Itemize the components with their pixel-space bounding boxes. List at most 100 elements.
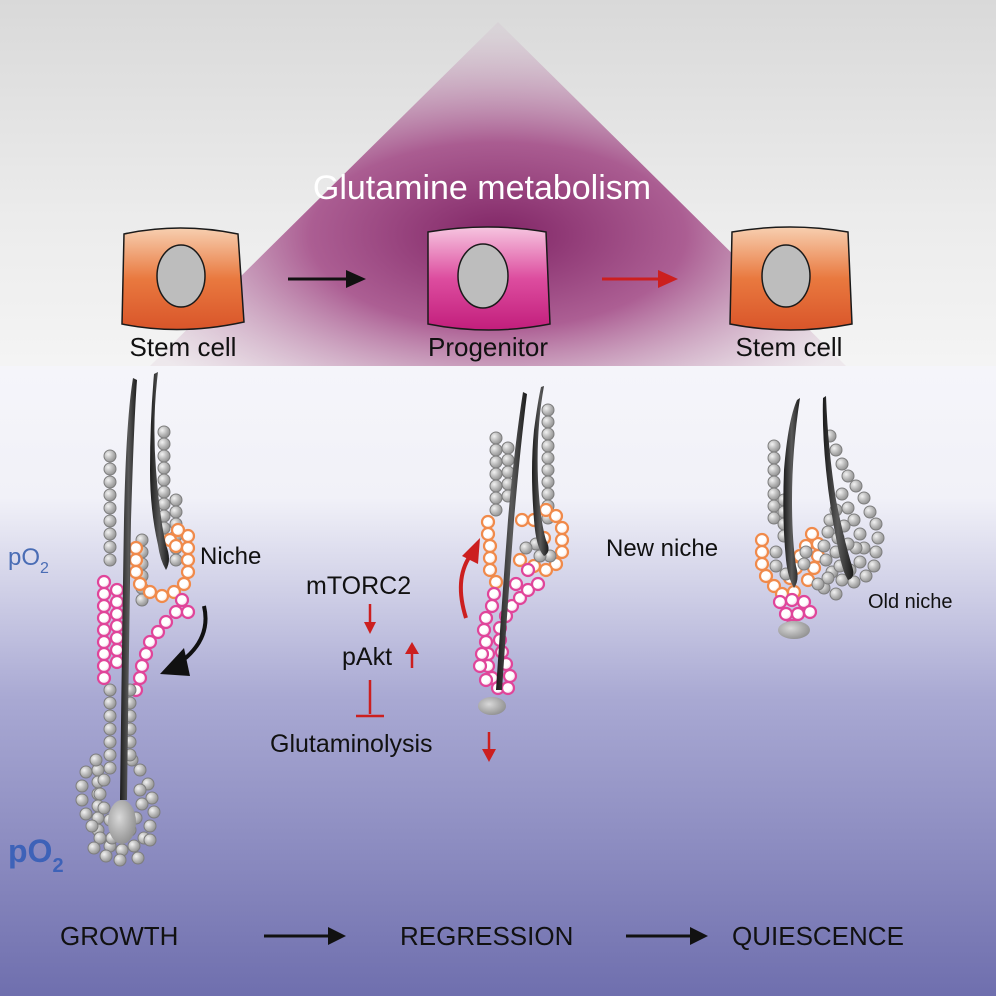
stem-cell-bead <box>541 403 555 417</box>
progenitor-cell-bead <box>486 586 502 602</box>
progenitor-cell-bead <box>478 610 494 626</box>
stem-cell-bead <box>863 505 877 519</box>
niche-cell-bead <box>758 568 774 584</box>
pakt-up-arrow <box>405 642 419 668</box>
stem-cell-bead <box>829 587 843 601</box>
stem-cell-bead <box>103 683 117 697</box>
stage-regression: REGRESSION <box>400 921 573 951</box>
progenitor-cell-bead <box>109 642 125 658</box>
progenitor-cell-bead <box>96 598 112 614</box>
stem-cell-bead <box>103 709 117 723</box>
stem-cell-bead <box>133 783 147 797</box>
stem-cell-bead <box>103 501 117 515</box>
stage-arrow-1 <box>264 927 346 945</box>
stem-cell-bead <box>541 487 555 501</box>
stem-cell-bead <box>133 763 147 777</box>
progenitor-cell-bead <box>520 562 536 578</box>
stem-cell-bead <box>103 735 117 749</box>
niche-cell-bead <box>554 520 570 536</box>
niche-cell-bead <box>804 526 820 542</box>
stem-cell-bead <box>87 841 101 855</box>
stem-cell-bead <box>157 449 171 463</box>
dermal-papilla <box>478 697 506 715</box>
niche-cell-bead <box>180 552 196 568</box>
progenitor-cell-bead <box>150 624 166 640</box>
stage-arrow-2 <box>626 927 708 945</box>
stem-cell-bead <box>501 453 515 467</box>
niche-cell-bead <box>482 562 498 578</box>
quiescence-follicle: New niche Old niche <box>606 396 953 639</box>
stem-cell-bead <box>489 455 503 469</box>
progenitor-cell <box>427 226 551 331</box>
stem-cell-bead <box>75 793 89 807</box>
po2-low-label: pO2 <box>8 544 49 577</box>
stem-cell-bead <box>103 761 117 775</box>
stem-cell-bead <box>817 539 831 553</box>
stem-cell-bead <box>103 696 117 710</box>
stem-cell-bead <box>541 415 555 429</box>
niche-cell-bead <box>480 514 496 530</box>
niche-cell-bead <box>176 576 192 592</box>
stem-cell-bead <box>489 491 503 505</box>
progenitor-cell-bead <box>109 606 125 622</box>
stem-cell-bead <box>835 457 849 471</box>
niche-cell-bead <box>170 522 186 538</box>
stem-cell-bead <box>769 545 783 559</box>
hair-shaft-club <box>150 372 169 570</box>
stem-cell-bead <box>541 439 555 453</box>
stem-cell-bead <box>103 553 117 567</box>
stem-cell-bead <box>853 555 867 569</box>
niche-cell-bead <box>154 588 170 604</box>
stem-cell-bead <box>97 773 111 787</box>
progenitor-cell-bead <box>168 604 184 620</box>
stem-cell-bead <box>157 461 171 475</box>
niche-cell-bead <box>132 576 148 592</box>
niche-cell-bead <box>554 544 570 560</box>
stem-cell-bead <box>489 443 503 457</box>
stem-cell-bead <box>811 577 825 591</box>
glutaminolysis-down-arrow <box>482 732 496 762</box>
stem-cell-bead <box>169 505 183 519</box>
signaling-pathway: mTORC2 pAkt Glutaminolysis <box>270 572 496 762</box>
stem-cell-bead <box>169 553 183 567</box>
hair-shaft-long <box>120 378 137 800</box>
stem-cell-bead <box>849 479 863 493</box>
progenitor-cell-bead <box>109 630 125 646</box>
quiescence-cells <box>754 429 885 634</box>
stem-cell-bead <box>767 463 781 477</box>
stem-cell-bead <box>767 511 781 525</box>
stem-cell-bead <box>143 819 157 833</box>
niche-curve-arrowhead <box>160 648 190 676</box>
progenitor-cell-bead <box>472 658 488 674</box>
stem-cell-bead <box>871 531 885 545</box>
pakt-label: pAkt <box>342 643 392 671</box>
progenitor-cell-bead <box>109 654 125 670</box>
niche-cell-bead <box>128 540 144 556</box>
stem-cell-bead <box>103 748 117 762</box>
stem-cell-bead <box>143 833 157 847</box>
stem-cell-bead <box>131 851 145 865</box>
progenitor-cell-bead <box>109 618 125 634</box>
hair-shaft <box>496 392 527 690</box>
stem-cell-bead <box>79 765 93 779</box>
niche-cell-bead <box>180 528 196 544</box>
stem-cell-bead <box>89 753 103 767</box>
progenitor-cell-bead <box>478 672 494 688</box>
stem-cell-bead <box>103 514 117 528</box>
stem-cell-bead <box>797 557 811 571</box>
progenitor-cell-bead <box>476 622 492 638</box>
progenitor-cell-bead <box>96 586 112 602</box>
progenitor-cell-bead <box>96 622 112 638</box>
niche-cell-bead <box>488 574 504 590</box>
progenitor-cell-bead <box>96 670 112 686</box>
progenitor-cell-bead <box>520 582 536 598</box>
progenitor-cell-bead <box>500 680 516 696</box>
niche-cell-bead <box>480 526 496 542</box>
stem-cell-bead <box>869 545 883 559</box>
stem-cell-bead <box>541 427 555 441</box>
niche-cell-bead <box>554 532 570 548</box>
stem-cell-right <box>729 226 853 331</box>
nucleus <box>761 244 811 308</box>
stem-cell-bead <box>501 441 515 455</box>
